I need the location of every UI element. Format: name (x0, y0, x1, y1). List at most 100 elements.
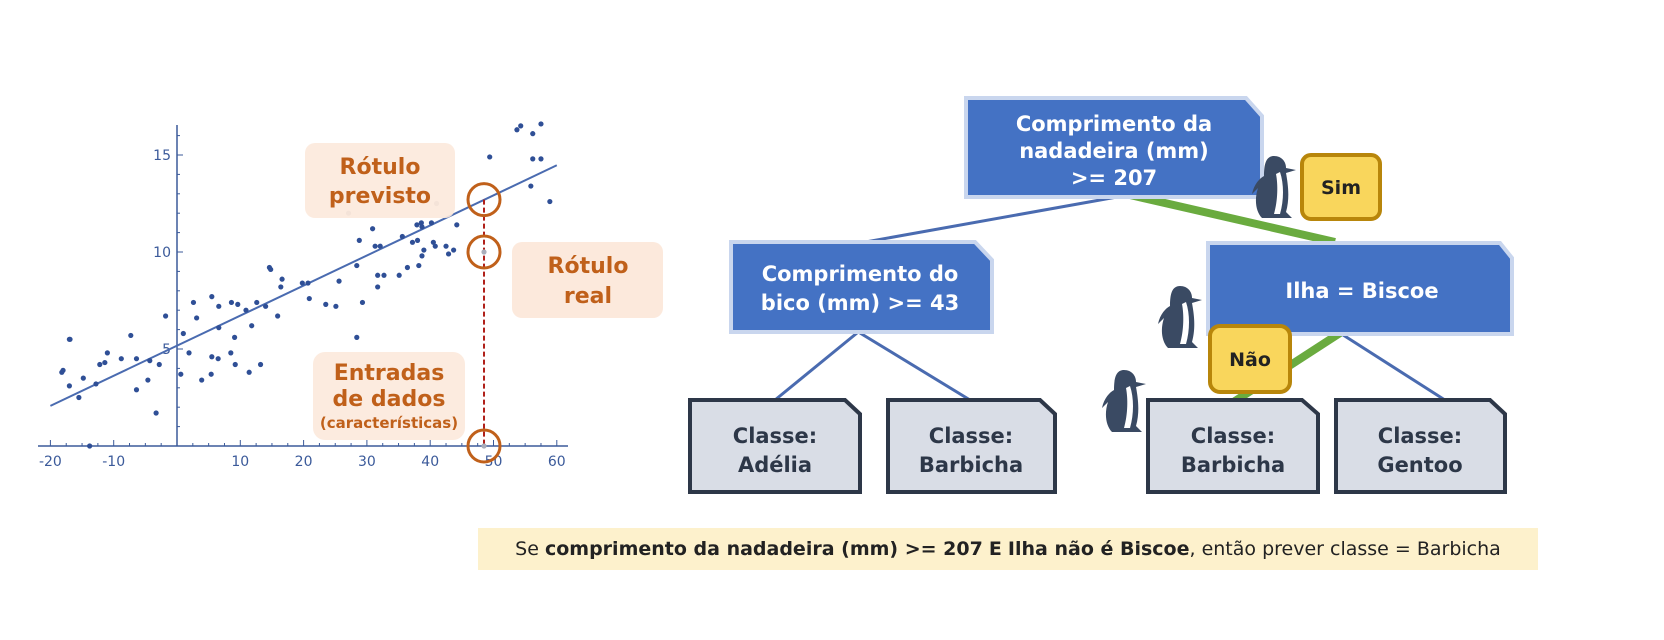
predicted-marker-circle (466, 182, 502, 218)
data-point (530, 131, 536, 137)
data-point (443, 243, 449, 249)
data-point (186, 350, 192, 356)
data-point (454, 222, 460, 228)
data-point (133, 387, 140, 393)
data-point (333, 303, 339, 309)
data-point (215, 356, 221, 362)
data-point (396, 272, 402, 278)
data-point (163, 313, 169, 319)
data-point (279, 276, 285, 282)
data-point (419, 224, 425, 230)
rule-segment: , então prever classe = Barbicha (1189, 538, 1501, 560)
data-point (538, 156, 544, 162)
data-point (133, 356, 140, 362)
data-points (59, 121, 553, 449)
data-point (305, 280, 311, 286)
leaf-text: Classe: (1191, 424, 1275, 448)
callout-data-inputs: Entradas de dados (características) (313, 352, 465, 440)
leaf-text: Classe: (733, 424, 817, 448)
data-point (430, 239, 436, 245)
data-point (228, 299, 235, 306)
data-point (375, 284, 381, 290)
data-point (60, 367, 66, 373)
data-point (369, 226, 376, 232)
data-point (377, 243, 383, 249)
data-point (418, 220, 424, 226)
rule-segment: Se (515, 538, 545, 560)
data-point (404, 264, 411, 271)
x-tick-label: 60 (548, 454, 566, 470)
y-tick-label: 15 (153, 148, 171, 164)
data-point (263, 303, 269, 309)
data-point (421, 247, 427, 253)
x-tick-label: 30 (358, 454, 376, 470)
rule-segment: Ilha não é Biscoe (1007, 538, 1190, 560)
data-point (216, 325, 222, 331)
badge-text: Não (1229, 349, 1271, 371)
x-tick-label: -20 (39, 454, 62, 470)
plot-ticks: -20-1010203040506051015 (39, 135, 566, 470)
node-root: Comprimento da nadadeira (mm) >= 207 (964, 96, 1264, 199)
data-point (268, 266, 274, 273)
penguin-icon (1158, 286, 1202, 348)
data-point (528, 183, 534, 189)
data-point (356, 237, 362, 243)
callout-text: Entradas (334, 361, 445, 386)
node-text: Comprimento do (762, 262, 959, 286)
node-text: Comprimento da (1016, 112, 1212, 136)
edge-left-leaf1 (774, 331, 858, 402)
callout-text: de dados (333, 387, 446, 412)
data-point (249, 323, 255, 329)
callout-text: real (564, 284, 612, 309)
data-point (194, 315, 200, 321)
x-tick-label: -10 (102, 454, 125, 470)
edge-right-leaf4 (1339, 331, 1449, 404)
rule-summary: Se comprimento da nadadeira (mm) >= 207 … (478, 528, 1538, 570)
data-point (180, 330, 186, 337)
data-point (432, 243, 438, 249)
data-point (375, 272, 381, 278)
data-point (76, 394, 82, 401)
data-point (257, 361, 264, 368)
data-point (354, 262, 360, 269)
leaf-barbicha-right: Classe: Barbicha (1146, 398, 1320, 494)
data-point (153, 410, 159, 416)
data-point (80, 375, 86, 381)
data-point (102, 359, 108, 366)
data-point (209, 294, 215, 300)
penguin-icon (1102, 370, 1146, 432)
data-point (381, 272, 387, 278)
data-point (178, 371, 184, 377)
data-point (254, 299, 260, 306)
data-point (399, 233, 405, 240)
data-point (190, 299, 197, 306)
x-tick-label: 40 (421, 454, 439, 470)
data-point (336, 278, 342, 284)
leaf-gentoo: Classe: Gentoo (1334, 398, 1507, 494)
regression-line (49, 164, 558, 407)
callout-text: Rótulo (548, 254, 629, 279)
leaf-text: Classe: (1378, 424, 1462, 448)
data-point (67, 336, 73, 342)
data-point (66, 383, 72, 389)
node-left: Comprimento do bico (mm) >= 43 (729, 240, 994, 334)
data-point (547, 198, 553, 205)
data-point (416, 262, 422, 269)
x-tick-label: 50 (485, 454, 503, 470)
data-point (228, 350, 234, 356)
data-point (323, 301, 329, 307)
data-point (514, 127, 520, 133)
badge-text: Sim (1321, 177, 1361, 199)
leaf-barbicha-left: Classe: Barbicha (886, 398, 1057, 494)
data-point (299, 280, 305, 286)
data-point (199, 377, 205, 383)
data-point (414, 222, 420, 228)
callout-text: Rótulo (340, 155, 421, 180)
actual-marker-circle (466, 234, 502, 270)
data-point (208, 371, 214, 377)
data-point (487, 154, 493, 160)
data-point (145, 377, 151, 383)
callout-text: (características) (320, 414, 458, 432)
data-point (409, 239, 416, 245)
leaf-text: Barbicha (919, 453, 1023, 477)
